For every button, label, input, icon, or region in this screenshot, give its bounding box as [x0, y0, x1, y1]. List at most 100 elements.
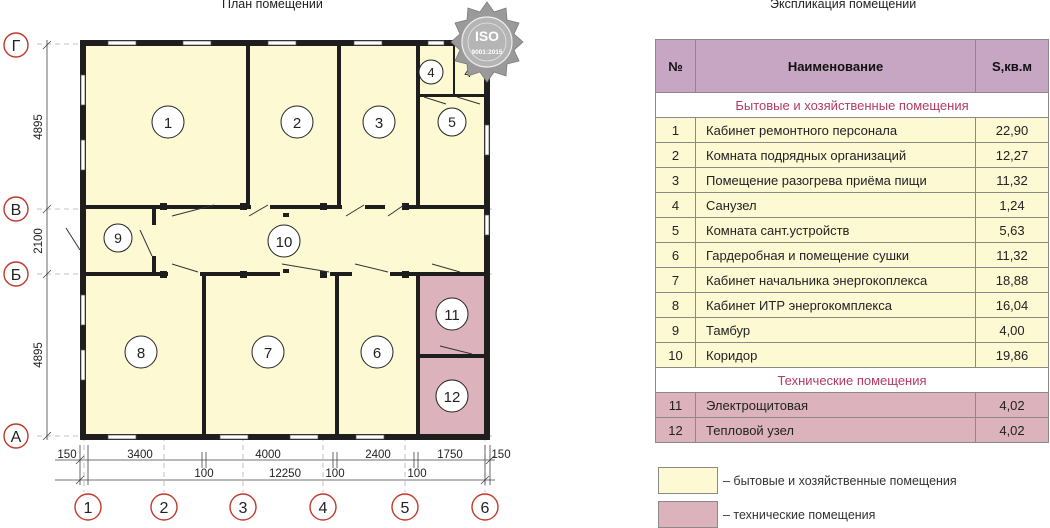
- dim-bottom-total: 12250: [269, 468, 301, 480]
- bottom-dimension-lines: [55, 445, 495, 485]
- axis-markers-numbers: [74, 493, 499, 521]
- legend-text-technical: – технические помещения: [723, 508, 876, 522]
- badge-title: ISO: [475, 28, 499, 44]
- row-num: 4: [655, 192, 696, 218]
- row-num: 10: [655, 342, 696, 368]
- room-circles: [103, 59, 469, 413]
- row-area: 18,88: [975, 267, 1049, 293]
- row-num: 8: [655, 292, 696, 318]
- row-area: 4,00: [975, 317, 1049, 343]
- row-name: Кабинет ИТР энергокомплекса: [695, 292, 976, 318]
- row-name: Кабинет начальника энергокоплекса: [695, 267, 976, 293]
- row-num: 5: [655, 217, 696, 243]
- dim-bottom-100-a: 100: [194, 468, 213, 480]
- row-num: 9: [655, 317, 696, 343]
- axis-label-v: В: [11, 202, 22, 219]
- row-num: 6: [655, 242, 696, 268]
- room-number: 10: [276, 234, 293, 251]
- row-num: 1: [655, 117, 696, 143]
- dim-left-bottom: 4895: [33, 342, 45, 368]
- room-number: 2: [293, 115, 301, 132]
- axis-label-b: Б: [11, 267, 22, 284]
- axis-label-6: 6: [481, 500, 490, 517]
- dim-bottom-3400: 3400: [127, 449, 153, 461]
- row-name: Комната сант.устройств: [695, 217, 976, 243]
- row-area: 11,32: [975, 242, 1049, 268]
- row-name: Комната подрядных организаций: [695, 142, 976, 168]
- legend-swatch-technical: [658, 501, 718, 528]
- room-number: 12: [444, 389, 461, 406]
- row-area: 22,90: [975, 117, 1049, 143]
- row-num: 3: [655, 167, 696, 193]
- header-area: S,кв.м: [975, 39, 1049, 93]
- room-number: 3: [375, 115, 383, 132]
- plan-title: План помещений: [222, 0, 323, 11]
- axis-label-3: 3: [239, 500, 248, 517]
- row-name: Тамбур: [695, 317, 976, 343]
- group-row-household: Бытовые и хозяйственные помещения: [655, 92, 1049, 118]
- room-number: 9: [114, 230, 122, 246]
- room-number: 8: [137, 345, 145, 362]
- header-num: №: [655, 39, 696, 93]
- row-area: 12,27: [975, 142, 1049, 168]
- axis-label-a: А: [11, 429, 22, 446]
- axis-label-g: Г: [12, 38, 21, 55]
- group-row-technical: Технические помещения: [655, 367, 1049, 393]
- row-area: 4,02: [975, 392, 1049, 418]
- row-area: 5,63: [975, 217, 1049, 243]
- room-number: 4: [427, 65, 434, 80]
- dim-bottom-150-right: 150: [491, 449, 510, 461]
- legend-text-household: – бытовые и хозяйственные помещения: [723, 474, 957, 488]
- room-number: 6: [373, 345, 381, 362]
- group-title-technical: Технические помещения: [655, 367, 1049, 393]
- row-name: Тепловой узел: [695, 417, 976, 443]
- room-number: 7: [264, 345, 272, 362]
- dim-bottom-1750: 1750: [437, 449, 463, 461]
- room-number: 1: [164, 115, 172, 132]
- dim-bottom-100-b: 100: [325, 468, 344, 480]
- axis-label-1: 1: [84, 500, 93, 517]
- row-num: 7: [655, 267, 696, 293]
- row-area: 1,24: [975, 192, 1049, 218]
- dim-bottom-150-left: 150: [57, 449, 76, 461]
- floor-plan: 1 2 3 4 4 5 9 10 8 7 6 11 12 Г В Б А 1 2…: [3, 1, 524, 521]
- table-header-row: № Наименование S,кв.м: [655, 39, 1049, 93]
- explication-table: № Наименование S,кв.м Бытовые и хозяйств…: [655, 39, 1049, 443]
- axis-markers-letters: [3, 32, 29, 449]
- row-name: Коридор: [695, 342, 976, 368]
- left-dimension-lines: [42, 40, 52, 441]
- row-area: 19,86: [975, 342, 1049, 368]
- axis-label-5: 5: [401, 500, 410, 517]
- row-num: 11: [655, 392, 696, 418]
- axis-label-4: 4: [319, 500, 328, 517]
- header-name: Наименование: [695, 39, 976, 93]
- table-title: Экспликация помещений: [770, 0, 917, 11]
- legend-swatch-household: [658, 467, 718, 494]
- dim-bottom-4000: 4000: [255, 449, 281, 461]
- row-name: Электрощитовая: [695, 392, 976, 418]
- badge-standard: 9001:2015: [471, 49, 502, 56]
- axis-label-2: 2: [160, 500, 169, 517]
- room-numbers: 1 2 3 4 4 5 9 10 8 7 6 11 12: [114, 65, 472, 406]
- row-name: Кабинет ремонтного персонала: [695, 117, 976, 143]
- windows: [80, 40, 490, 440]
- row-num: 12: [655, 417, 696, 443]
- row-area: 4,02: [975, 417, 1049, 443]
- row-name: Помещение разогрева приёма пищи: [695, 167, 976, 193]
- iso-badge: ISO 9001:2015: [450, 1, 524, 83]
- dim-bottom-100-c: 100: [407, 468, 426, 480]
- dim-left-top: 4895: [33, 114, 45, 140]
- room-number: 11: [444, 307, 460, 324]
- dim-bottom-2400: 2400: [365, 449, 391, 461]
